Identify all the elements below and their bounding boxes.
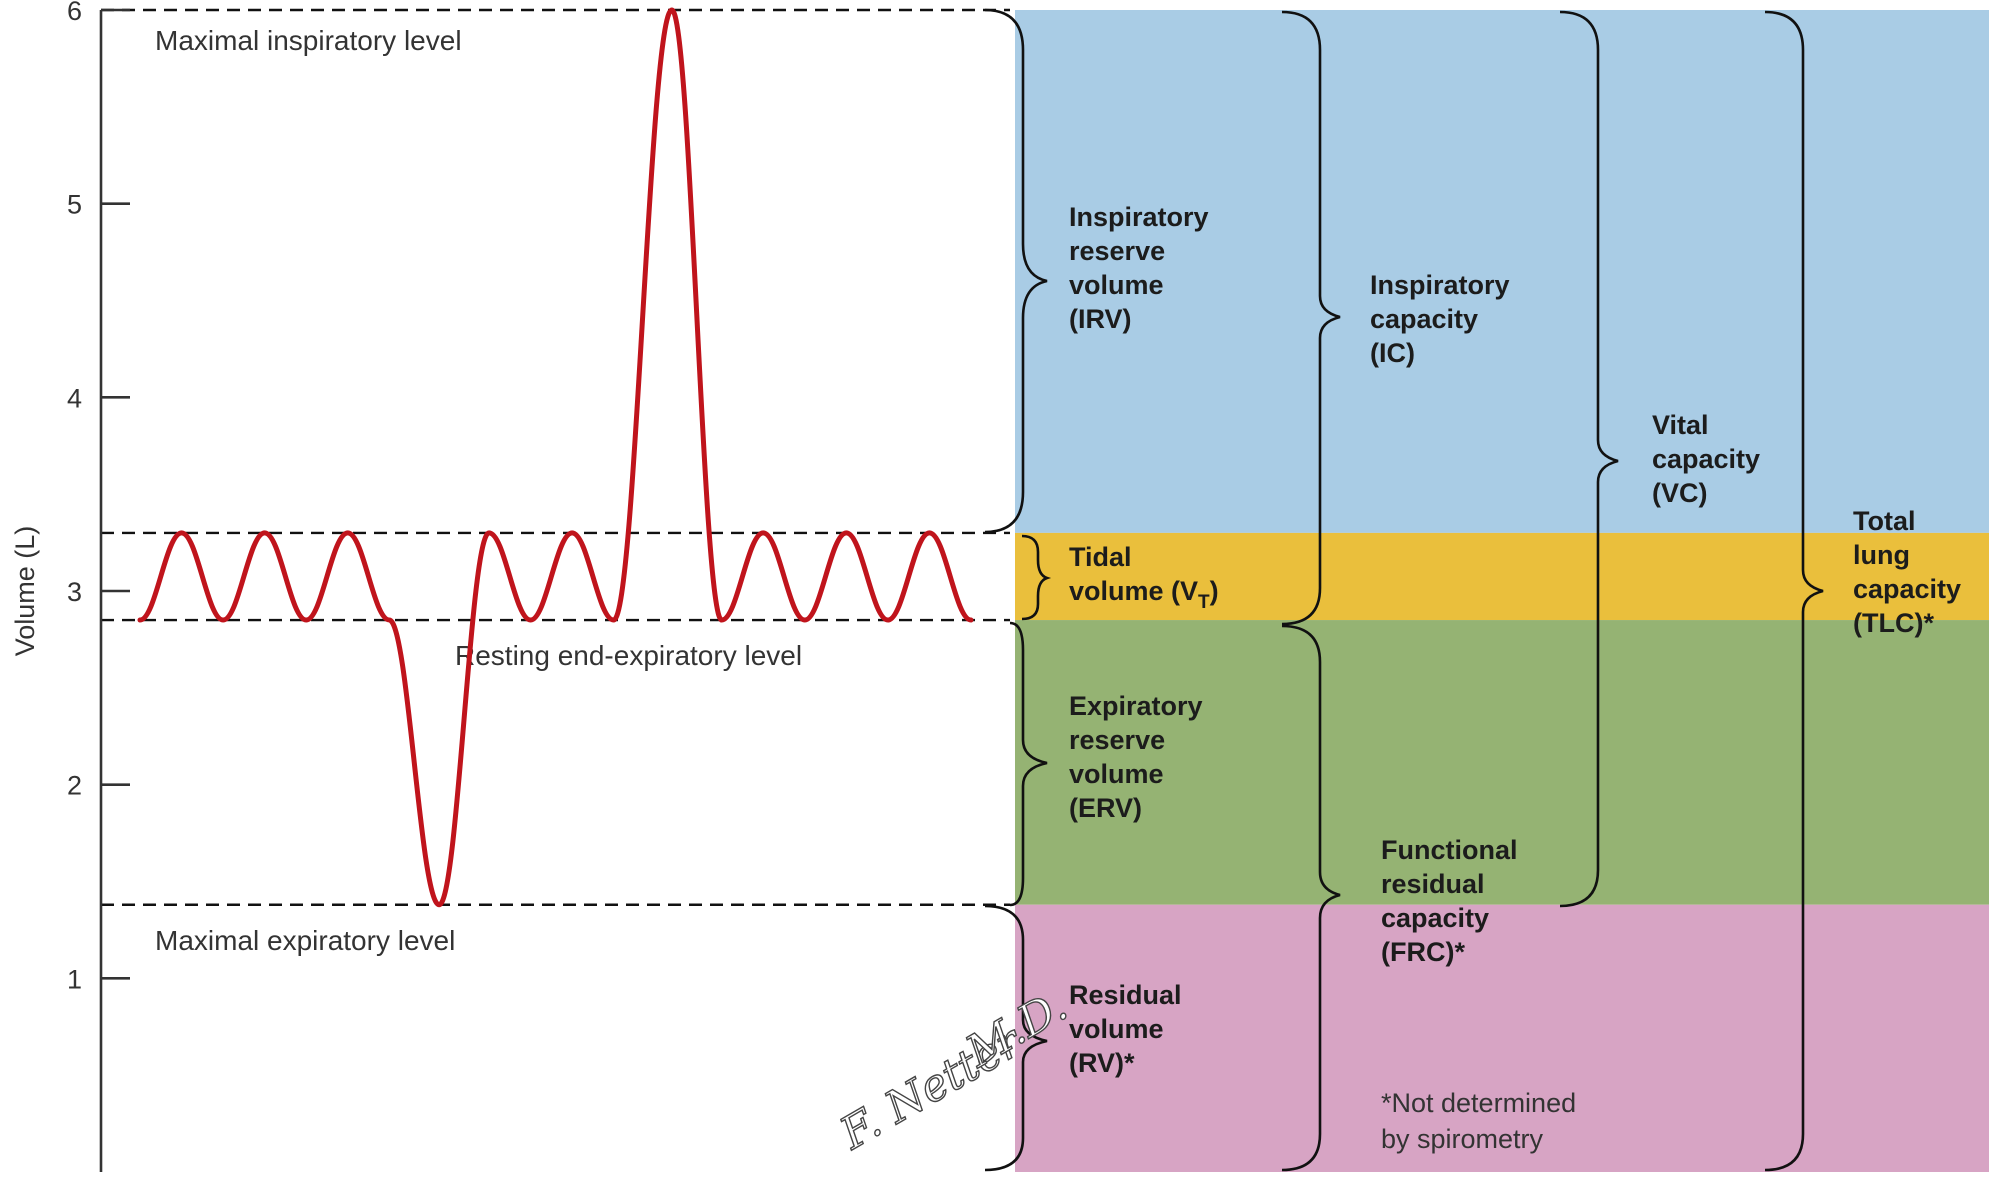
vc-label: Vital capacity (VC) <box>1652 410 1760 508</box>
svg-text:(TLC)*: (TLC)* <box>1853 608 1934 638</box>
y-axis-ticks: 1 2 3 4 5 6 <box>67 0 130 994</box>
svg-text:Expiratory: Expiratory <box>1069 691 1203 721</box>
svg-text:capacity: capacity <box>1853 574 1961 604</box>
y-tick-label-1: 1 <box>67 964 82 994</box>
svg-text:Inspiratory: Inspiratory <box>1069 202 1209 232</box>
maximal-inspiratory-level-label: Maximal inspiratory level <box>155 25 462 56</box>
svg-text:*Not determined: *Not determined <box>1381 1088 1576 1118</box>
y-tick-label-5: 5 <box>67 190 82 220</box>
footnote: *Not determined by spirometry <box>1381 1088 1576 1154</box>
brace-frc <box>1281 624 1341 1172</box>
tlc-label: Total lung capacity (TLC)* <box>1853 506 1961 638</box>
svg-text:residual: residual <box>1381 869 1485 899</box>
svg-text:volume: volume <box>1069 270 1164 300</box>
irv-label: Inspiratory reserve volume (IRV) <box>1069 202 1209 334</box>
svg-text:Total: Total <box>1853 506 1916 536</box>
level-lines <box>101 8 1010 906</box>
svg-text:volume: volume <box>1069 1014 1164 1044</box>
band-vt <box>1015 532 1989 621</box>
rv-label: Residual volume (RV)* <box>1069 980 1182 1078</box>
y-tick-label-3: 3 <box>67 577 82 607</box>
band-rv <box>1015 904 1989 1172</box>
svg-text:Vital: Vital <box>1652 410 1709 440</box>
y-tick-label-4: 4 <box>67 383 82 413</box>
brace-rv <box>984 904 1048 1172</box>
y-axis: 1 2 3 4 5 6 Volume (L) <box>10 0 130 1172</box>
svg-text:reserve: reserve <box>1069 236 1165 266</box>
svg-text:(RV)*: (RV)* <box>1069 1048 1135 1078</box>
brace-tlc <box>1764 10 1824 1172</box>
svg-text:capacity: capacity <box>1652 444 1760 474</box>
y-tick-label-6: 6 <box>67 0 82 26</box>
y-tick-label-2: 2 <box>67 771 82 801</box>
ic-label: Inspiratory capacity (IC) <box>1370 270 1510 368</box>
svg-text:Inspiratory: Inspiratory <box>1370 270 1510 300</box>
erv-label: Expiratory reserve volume (ERV) <box>1069 691 1203 823</box>
svg-text:Functional: Functional <box>1381 835 1518 865</box>
svg-text:(VC): (VC) <box>1652 478 1708 508</box>
brace-vc <box>1559 10 1619 908</box>
svg-text:Tidal: Tidal <box>1069 542 1132 572</box>
braces <box>984 8 1824 1172</box>
frc-label: Functional residual capacity (FRC)* <box>1381 835 1518 967</box>
svg-text:(ERV): (ERV) <box>1069 793 1142 823</box>
brace-irv <box>984 8 1048 534</box>
svg-text:capacity: capacity <box>1381 903 1489 933</box>
svg-text:volume (VT): volume (VT) <box>1069 576 1219 613</box>
volume-bands <box>1015 10 1989 1172</box>
brace-ic <box>1281 10 1341 626</box>
band-erv <box>1015 620 1989 905</box>
svg-text:lung: lung <box>1853 540 1910 570</box>
brace-vt <box>1021 534 1052 621</box>
spirogram-trace <box>137 7 974 908</box>
svg-text:capacity: capacity <box>1370 304 1478 334</box>
band-irv <box>1015 10 1989 533</box>
svg-text:(IC): (IC) <box>1370 338 1415 368</box>
tidal-volume-label: Tidal volume (VT) <box>1069 542 1219 613</box>
svg-text:volume: volume <box>1069 759 1164 789</box>
y-axis-title: Volume (L) <box>10 526 40 657</box>
svg-text:reserve: reserve <box>1069 725 1165 755</box>
svg-text:(FRC)*: (FRC)* <box>1381 937 1465 967</box>
brace-erv <box>1009 621 1048 907</box>
svg-text:(IRV): (IRV) <box>1069 304 1132 334</box>
resting-end-expiratory-level-label: Resting end-expiratory level <box>455 640 802 671</box>
svg-text:by spirometry: by spirometry <box>1381 1124 1544 1154</box>
maximal-expiratory-level-label: Maximal expiratory level <box>155 925 455 956</box>
svg-text:Residual: Residual <box>1069 980 1182 1010</box>
